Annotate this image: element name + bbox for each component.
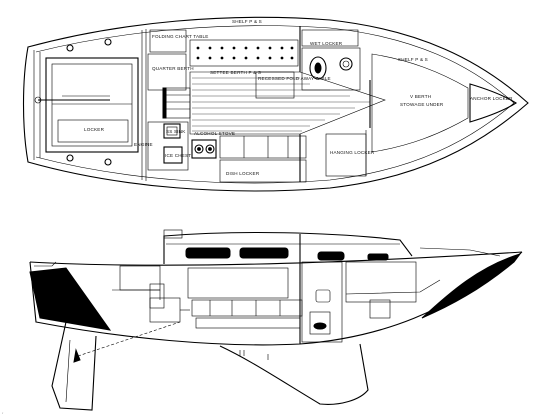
chart-table bbox=[149, 29, 187, 53]
plan-view bbox=[22, 16, 529, 192]
hanging-locker bbox=[325, 133, 367, 177]
anchor-locker bbox=[469, 83, 518, 123]
settee-port bbox=[189, 39, 299, 67]
transom-black-stern bbox=[29, 267, 112, 331]
label-folding-chart-table: FOLDING CHART TABLE bbox=[152, 34, 209, 39]
ice-chest bbox=[163, 146, 183, 164]
plan-deck-line bbox=[35, 25, 515, 184]
head-toilet-profile bbox=[309, 311, 331, 335]
plan-hull-outline bbox=[22, 16, 529, 192]
cockpit-well bbox=[45, 57, 139, 153]
label-v-berth: V BERTH bbox=[410, 94, 431, 99]
wet-locker bbox=[301, 29, 359, 47]
label-settee-berth: SETTEE BERTH P & S bbox=[210, 70, 261, 75]
label-locker: LOCKER bbox=[84, 127, 105, 132]
profile-view bbox=[29, 229, 523, 411]
cabin-trunk bbox=[163, 231, 413, 264]
portlight-4 bbox=[367, 253, 389, 261]
label-quarter-berth: QUARTER BERTH bbox=[152, 66, 194, 71]
companionway-steps bbox=[162, 87, 191, 119]
svg-text:´: ´ bbox=[2, 412, 4, 417]
winch-port bbox=[66, 44, 74, 52]
settee-profile bbox=[187, 267, 289, 299]
rudder bbox=[51, 321, 97, 411]
engine-profile bbox=[149, 297, 181, 323]
label-alcohol-stove: ALCOHOL STOVE bbox=[194, 131, 235, 136]
v-berth bbox=[371, 53, 469, 153]
profile-sheer bbox=[29, 251, 523, 266]
fold-away-table bbox=[255, 71, 295, 99]
portlight-3 bbox=[317, 251, 345, 261]
quarter-berth bbox=[147, 53, 187, 91]
label-engine: ENGINE bbox=[134, 142, 153, 147]
label-ice-chest: ICE CHEST bbox=[165, 153, 191, 158]
label-stowage-under: STOWAGE UNDER bbox=[400, 102, 444, 107]
label-anchor-locker: ANCHOR LOCKER bbox=[470, 96, 513, 101]
engine-box bbox=[147, 121, 189, 171]
winch-stbd bbox=[66, 154, 74, 162]
sink bbox=[163, 123, 181, 139]
head-compartment bbox=[301, 47, 361, 91]
label-hanging-locker: HANGING LOCKER bbox=[330, 150, 375, 155]
keel bbox=[219, 343, 369, 405]
settee-dots bbox=[196, 46, 294, 60]
label-dish-locker: DISH LOCKER bbox=[226, 171, 260, 176]
portlight-2 bbox=[239, 247, 289, 259]
label-shelf-top: SHELF P & S bbox=[232, 19, 262, 24]
label-wet-locker: WET LOCKER bbox=[310, 41, 343, 46]
label-sink: SS SINK bbox=[166, 129, 186, 134]
label-shelf-fwd: SHELF P & S bbox=[398, 57, 428, 62]
bow-black bbox=[421, 253, 522, 319]
cabin-sole bbox=[189, 71, 386, 135]
cockpit-locker bbox=[57, 119, 129, 143]
prop-shaft bbox=[77, 321, 181, 357]
dish-locker bbox=[219, 159, 307, 183]
stove bbox=[191, 139, 217, 159]
label-recessed-table: RECESSED FOLD AWAY TABLE bbox=[258, 76, 331, 81]
portlight-1 bbox=[185, 247, 231, 259]
